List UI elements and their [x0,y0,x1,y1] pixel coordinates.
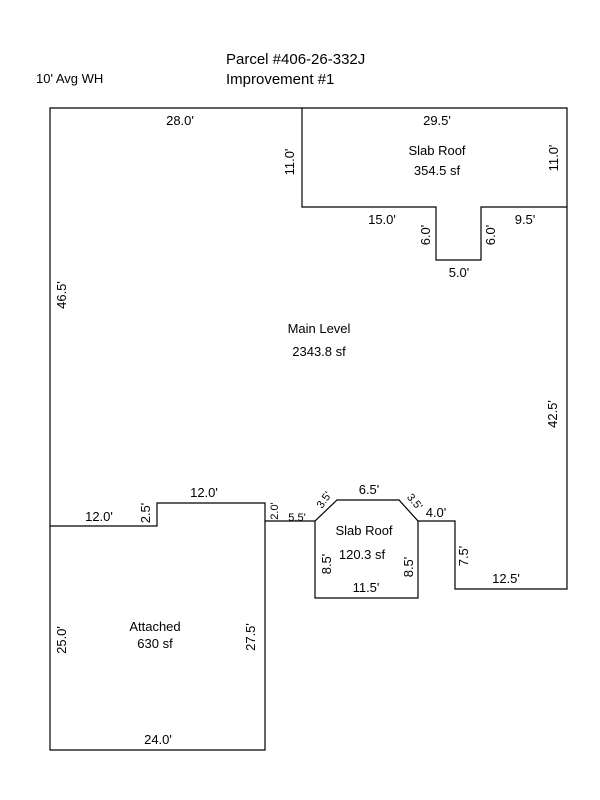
dim-step-up: 2.5' [138,503,153,524]
dim-slab-top-left: 11.0' [282,149,297,176]
dim-attached-bottom: 24.0' [144,732,172,747]
dim-notch-left: 6.0' [418,225,433,246]
dim-slab-top-right: 11.0' [546,145,561,172]
dim-attached-left: 25.0' [54,626,69,654]
slab-roof-bottom-outline [314,521,419,599]
slab-roof-bottom-area: 120.3 sf [339,547,386,562]
dim-step-top: 12.0' [190,485,218,500]
dim-slab-bottom-right: 9.5' [515,212,536,227]
dim-slab-top: 29.5' [423,113,451,128]
main-level-outline [49,107,568,590]
dim-bottom-right: 12.5' [492,571,520,586]
slab-roof-top-area: 354.5 sf [414,163,461,178]
dim-step-down: 2.0' [269,502,281,519]
dim-right-down: 7.5' [456,546,471,567]
improvement-title: Improvement #1 [226,71,334,88]
slab-roof-top-name: Slab Roof [408,143,465,158]
dim-attached-right: 27.5' [243,623,258,651]
dim-to-slab2: 5.5' [288,512,305,524]
main-level-area: 2343.8 sf [292,344,346,359]
dim-slab2-left: 8.5' [319,554,334,575]
dim-slab2-bottom: 11.5' [353,580,380,595]
dim-slab2-top: 6.5' [359,482,380,497]
dim-main-left: 46.5' [54,281,69,309]
dim-main-right: 42.5' [545,400,560,428]
attached-outline [49,521,266,751]
dim-step-left: 12.0' [85,509,113,524]
main-level-name: Main Level [288,321,351,336]
parcel-title: Parcel #406-26-332J [226,51,365,68]
dim-slab2-right: 8.5' [401,557,416,578]
attached-name: Attached [129,619,180,634]
attached-area: 630 sf [137,636,173,651]
slab-roof-top-outline [301,108,567,261]
dim-main-top-left: 28.0' [166,113,194,128]
dim-slab2-diag-left: 3.5' [315,490,335,511]
dim-slab-bottom-left: 15.0' [368,212,396,227]
slab-roof-bottom-name: Slab Roof [335,523,392,538]
dim-after-slab2: 4.0' [426,505,447,520]
wall-height-label: 10' Avg WH [36,71,103,86]
dim-notch-bottom: 5.0' [449,265,470,280]
dim-notch-right: 6.0' [483,225,498,246]
